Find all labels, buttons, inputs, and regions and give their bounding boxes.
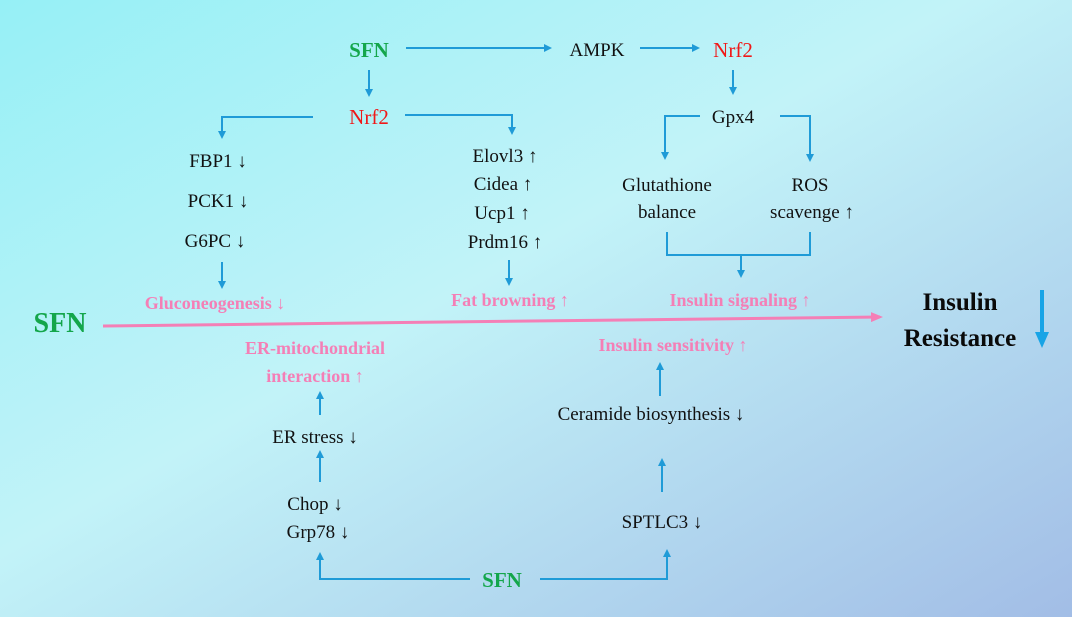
insulin-label: Insulin [922,289,997,316]
fat-browning-outcome: Fat browning ↑ [451,290,569,310]
sfn-top: SFN [349,38,389,62]
arrow-nrf2-gluconeo [218,116,313,139]
er-mito-line2: interaction ↑ [266,366,363,386]
gene-fbp1: FBP1 ↓ [189,151,247,172]
connector-lines [102,44,1049,580]
main-pink-arrow [102,312,883,328]
nrf2-left: Nrf2 [349,105,389,129]
glutathione-line1: Glutathione [622,175,712,196]
sfn-main: SFN [34,308,87,339]
gene-prdm16: Prdm16 ↑ [468,232,542,253]
arrow-sfn-sptlc3 [540,549,671,580]
ros-line2: scavenge ↑ [770,202,854,223]
gene-elovl3: Elovl3 ↑ [473,146,538,167]
gene-chop: Chop ↓ [287,494,342,515]
gene-sptlc3: SPTLC3 ↓ [622,512,703,533]
nrf2-right: Nrf2 [713,38,753,62]
gluconeogenesis-outcome: Gluconeogenesis ↓ [145,293,286,313]
sfn-bottom: SFN [482,568,522,592]
ceramide-biosynthesis: Ceramide biosynthesis ↓ [558,404,745,425]
arrow-gpx4-ros [780,115,814,162]
insulin-sensitivity-outcome: Insulin sensitivity ↑ [598,335,747,355]
ros-line1: ROS [792,175,829,196]
arrow-sfn-chop [316,552,470,580]
gene-cidea: Cidea ↑ [474,174,533,195]
insulin-signaling-outcome: Insulin signaling ↑ [669,290,810,310]
gene-grp78: Grp78 ↓ [287,522,350,543]
glutathione-line2: balance [638,202,696,223]
er-stress: ER stress ↓ [272,427,358,448]
arrow-gpx4-glutathione [661,115,700,160]
er-mito-line1: ER-mitochondrial [245,338,385,358]
arrow-nrf2-browning [405,114,516,135]
gene-pck1: PCK1 ↓ [188,191,249,212]
gene-ucp1: Ucp1 ↑ [474,203,529,224]
ampk-label: AMPK [570,40,625,61]
gene-g6pc: G6PC ↓ [185,231,246,252]
merge-line [666,232,811,256]
resistance-label: Resistance [904,325,1016,352]
gpx4-label: Gpx4 [712,107,755,128]
